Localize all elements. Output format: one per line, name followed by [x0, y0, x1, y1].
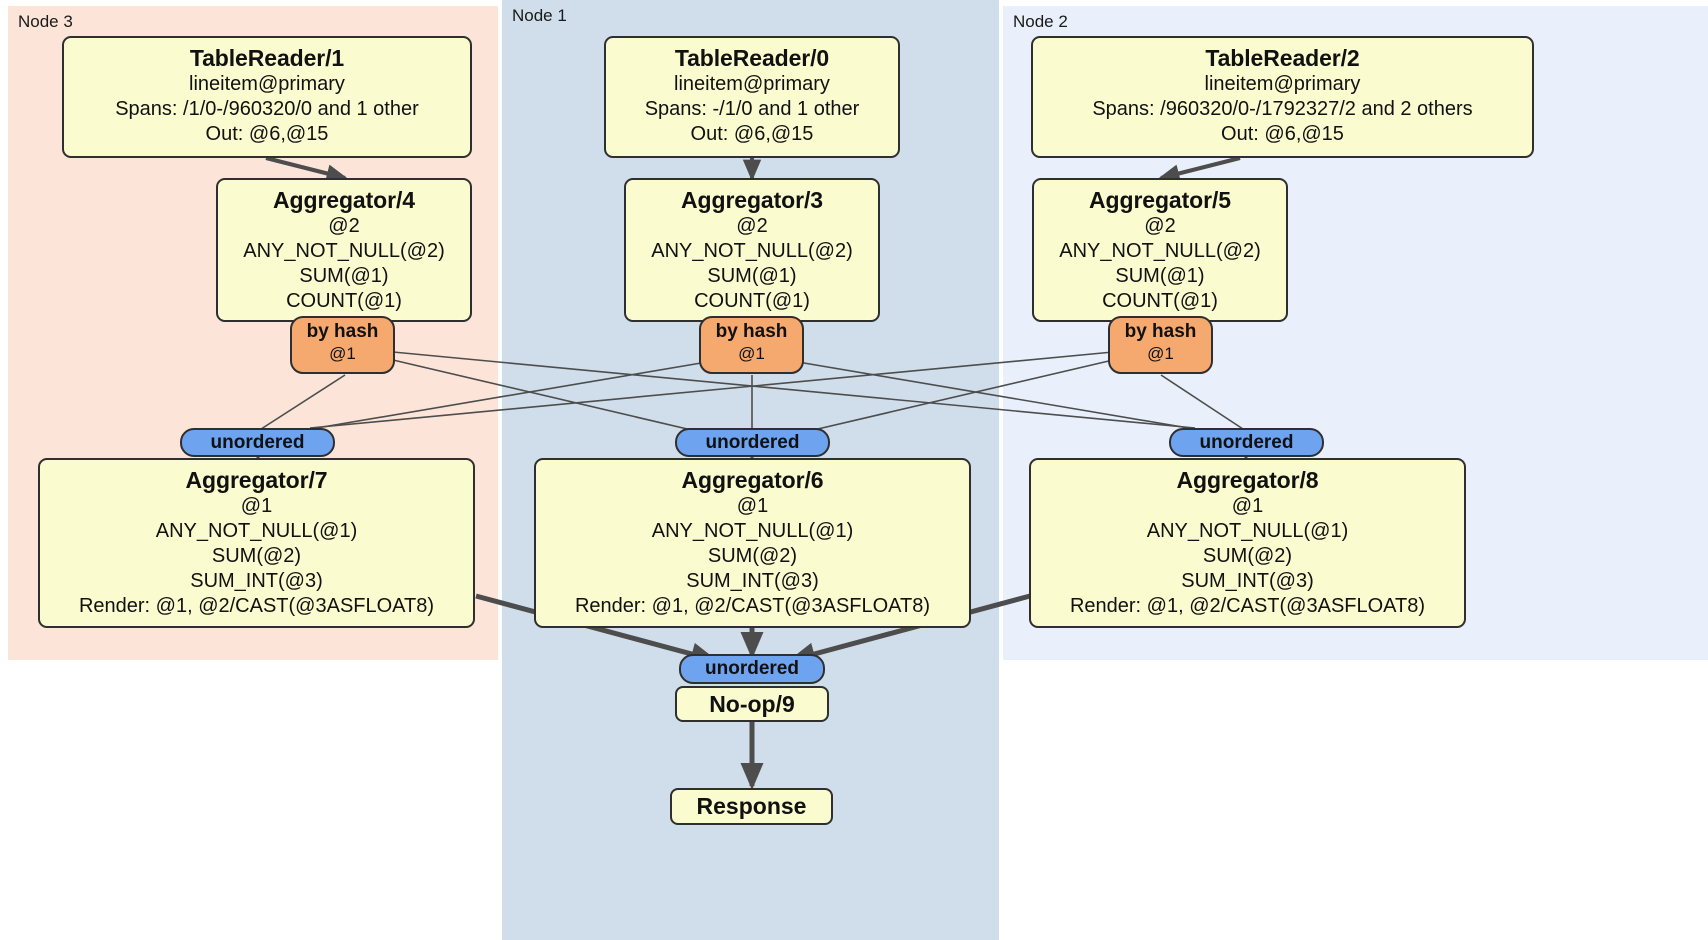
processor-detail: lineitem@primary: [674, 73, 830, 95]
processor-detail: ANY_NOT_NULL(@2): [1059, 240, 1261, 262]
processor-response[interactable]: Response: [670, 788, 833, 825]
processor-detail: SUM(@2): [1202, 545, 1293, 567]
processor-detail: lineitem@primary: [1204, 73, 1361, 95]
processor-title: TableReader/0: [674, 45, 830, 71]
processor-title: Response: [696, 793, 807, 819]
processor-detail: SUM(@2): [211, 545, 302, 567]
unordered-sync-label: unordered: [210, 431, 305, 453]
processor-detail: @2: [1144, 215, 1176, 237]
processor-detail: Render: @1, @2/CAST(@3ASFLOAT8): [574, 595, 931, 617]
unordered-sync-final[interactable]: unordered: [679, 654, 825, 684]
processor-table-reader-0[interactable]: TableReader/0 lineitem@primary Spans: -/…: [604, 36, 900, 158]
unordered-sync-label: unordered: [705, 431, 800, 453]
processor-title: Aggregator/6: [681, 467, 824, 493]
processor-title: TableReader/2: [1205, 45, 1360, 71]
processor-aggregator-3[interactable]: Aggregator/3 @2 ANY_NOT_NULL(@2) SUM(@1)…: [624, 178, 880, 322]
processor-detail: SUM(@1): [707, 265, 797, 287]
hash-router-type: by hash: [715, 321, 788, 342]
processor-aggregator-7[interactable]: Aggregator/7 @1 ANY_NOT_NULL(@1) SUM(@2)…: [38, 458, 475, 628]
unordered-sync-mid[interactable]: unordered: [675, 428, 830, 457]
processor-detail: Out: @6,@15: [205, 123, 329, 145]
processor-detail: SUM(@2): [707, 545, 798, 567]
processor-table-reader-2[interactable]: TableReader/2 lineitem@primary Spans: /9…: [1031, 36, 1534, 158]
node-panel-label-node1: Node 1: [512, 6, 567, 25]
unordered-sync-label: unordered: [705, 658, 799, 679]
processor-detail: COUNT(@1): [1102, 290, 1218, 312]
processor-table-reader-1[interactable]: TableReader/1 lineitem@primary Spans: /1…: [62, 36, 472, 158]
processor-detail: Render: @1, @2/CAST(@3ASFLOAT8): [1069, 595, 1426, 617]
unordered-sync-left[interactable]: unordered: [180, 428, 335, 457]
processor-detail: Render: @1, @2/CAST(@3ASFLOAT8): [78, 595, 435, 617]
processor-title: Aggregator/4: [273, 187, 415, 213]
node-panel-label-node2: Node 2: [1013, 12, 1068, 31]
hash-router-column: @1: [329, 344, 356, 363]
processor-detail: SUM(@1): [1115, 265, 1205, 287]
unordered-sync-right[interactable]: unordered: [1169, 428, 1324, 457]
hash-router-column: @1: [738, 344, 765, 363]
processor-detail: Out: @6,@15: [1221, 123, 1344, 145]
processor-detail: Spans: /1/0-/960320/0 and 1 other: [115, 98, 419, 120]
hash-router-left[interactable]: by hash @1: [290, 316, 395, 374]
processor-detail: @2: [328, 215, 360, 237]
processor-aggregator-8[interactable]: Aggregator/8 @1 ANY_NOT_NULL(@1) SUM(@2)…: [1029, 458, 1466, 628]
processor-detail: Spans: -/1/0 and 1 other: [644, 98, 860, 120]
processor-title: TableReader/1: [189, 45, 345, 71]
processor-detail: ANY_NOT_NULL(@1): [155, 520, 358, 542]
processor-detail: SUM_INT(@3): [686, 570, 819, 592]
processor-title: Aggregator/7: [185, 467, 328, 493]
processor-title: No-op/9: [709, 690, 795, 717]
processor-detail: COUNT(@1): [286, 290, 402, 312]
processor-noop-9[interactable]: No-op/9: [675, 686, 829, 722]
processor-detail: SUM_INT(@3): [190, 570, 323, 592]
hash-router-column: @1: [1147, 344, 1174, 363]
processor-detail: ANY_NOT_NULL(@2): [243, 240, 445, 262]
processor-detail: lineitem@primary: [189, 73, 345, 95]
processor-detail: ANY_NOT_NULL(@1): [651, 520, 854, 542]
hash-router-type: by hash: [1124, 321, 1197, 342]
processor-title: Aggregator/8: [1176, 467, 1319, 493]
processor-detail: @2: [736, 215, 768, 237]
processor-detail: @1: [736, 495, 769, 517]
processor-detail: @1: [1231, 495, 1264, 517]
hash-router-type: by hash: [306, 321, 379, 342]
processor-detail: @1: [240, 495, 273, 517]
processor-title: Aggregator/5: [1089, 187, 1231, 213]
processor-aggregator-4[interactable]: Aggregator/4 @2 ANY_NOT_NULL(@2) SUM(@1)…: [216, 178, 472, 322]
unordered-sync-label: unordered: [1199, 431, 1294, 453]
processor-aggregator-6[interactable]: Aggregator/6 @1 ANY_NOT_NULL(@1) SUM(@2)…: [534, 458, 971, 628]
processor-detail: Out: @6,@15: [690, 123, 814, 145]
processor-detail: SUM(@1): [299, 265, 389, 287]
processor-aggregator-5[interactable]: Aggregator/5 @2 ANY_NOT_NULL(@2) SUM(@1)…: [1032, 178, 1288, 322]
processor-detail: ANY_NOT_NULL(@2): [651, 240, 853, 262]
processor-detail: SUM_INT(@3): [1181, 570, 1314, 592]
processor-detail: Spans: /960320/0-/1792327/2 and 2 others: [1092, 98, 1473, 120]
node-panel-label-node3: Node 3: [18, 12, 73, 31]
hash-router-mid[interactable]: by hash @1: [699, 316, 804, 374]
processor-detail: COUNT(@1): [694, 290, 810, 312]
processor-title: Aggregator/3: [681, 187, 823, 213]
processor-detail: ANY_NOT_NULL(@1): [1146, 520, 1349, 542]
hash-router-right[interactable]: by hash @1: [1108, 316, 1213, 374]
